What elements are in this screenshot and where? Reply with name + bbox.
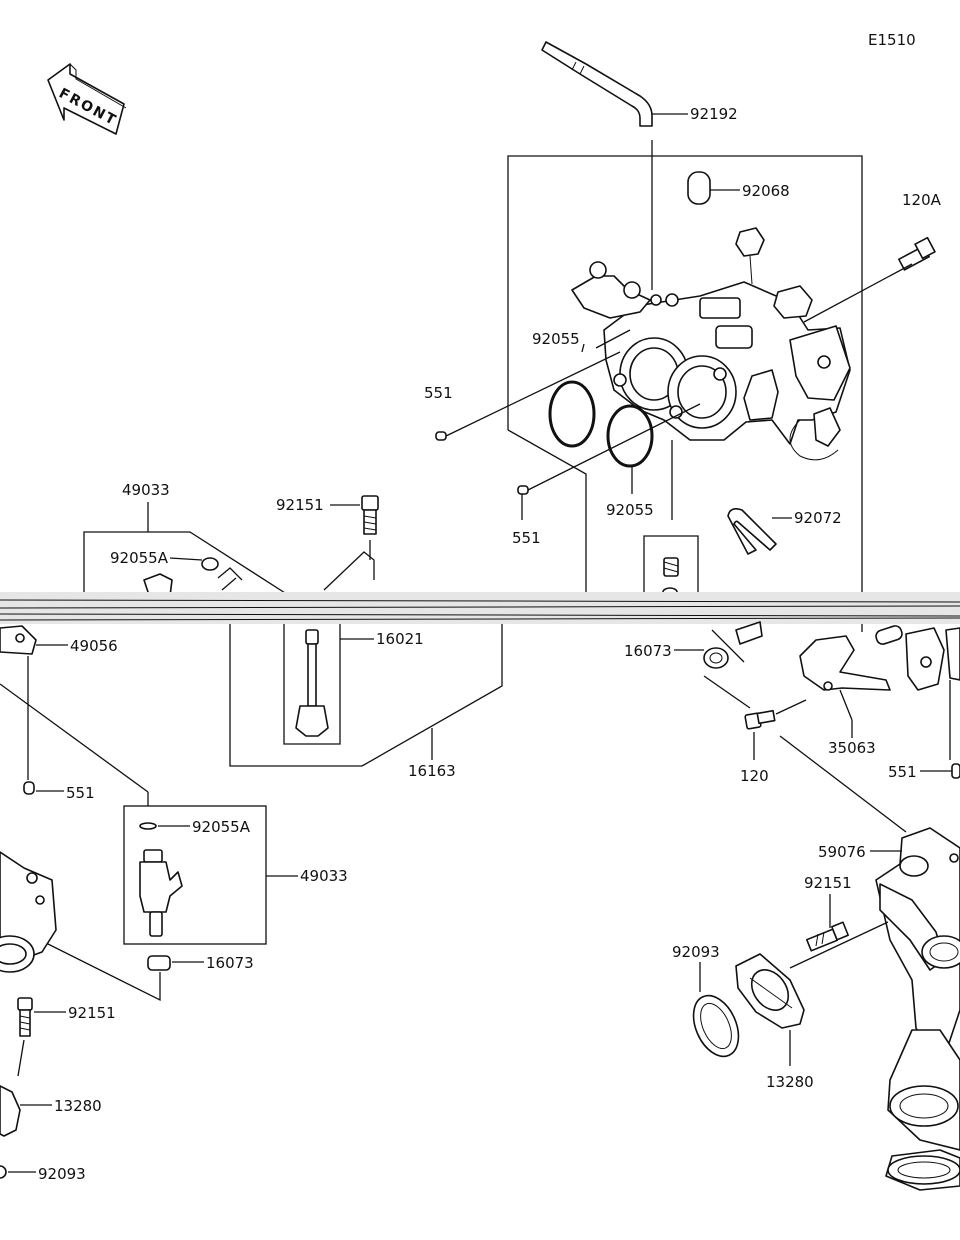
part-label-13280-a: 13280 <box>54 1097 102 1115</box>
throttle-body[interactable] <box>571 227 851 461</box>
bolt-92151-b[interactable] <box>805 921 849 952</box>
holder-13280-b[interactable] <box>735 953 805 1029</box>
part-label-92093-b: 92093 <box>38 1165 86 1183</box>
bolt-120a[interactable] <box>898 236 936 271</box>
dowel-pin-551-c[interactable] <box>23 781 35 795</box>
spring-part[interactable] <box>663 557 679 577</box>
seal-16073-a[interactable] <box>703 647 729 669</box>
part-label-92192: 92192 <box>690 105 738 123</box>
part-label-16073-a: 16073 <box>624 642 672 660</box>
part-label-16163: 16163 <box>408 762 456 780</box>
part-label-92055-top: 92055 <box>532 330 580 348</box>
part-label-120: 120 <box>740 767 769 785</box>
part-label-551-b: 551 <box>512 529 541 547</box>
injector-assy-box <box>123 805 267 945</box>
part-label-551-a: 551 <box>424 384 453 402</box>
clamp-92072[interactable] <box>727 508 777 555</box>
o-ring-92055a-a[interactable] <box>201 557 219 571</box>
part-label-92055-low: 92055 <box>606 501 654 519</box>
part-label-92055a-a: 92055A <box>110 549 169 567</box>
part-label-59076: 59076 <box>818 843 866 861</box>
part-label-35063: 35063 <box>828 739 876 757</box>
part-label-92055a-b: 92055A <box>192 818 251 836</box>
fitting-part[interactable] <box>874 624 903 645</box>
fuel-pipe-16021[interactable] <box>295 629 329 737</box>
seal-92093-b[interactable] <box>685 989 748 1064</box>
part-label-92072: 92072 <box>794 509 842 527</box>
part-label-92151-c: 92151 <box>68 1004 116 1022</box>
part-label-16073-b: 16073 <box>206 954 254 972</box>
holder-13280-a[interactable] <box>0 1085 21 1137</box>
breather-hose[interactable] <box>541 41 653 127</box>
part-label-49033-a: 49033 <box>122 481 170 499</box>
bolt-92151-c[interactable] <box>17 997 33 1037</box>
part-label-13280-b: 13280 <box>766 1073 814 1091</box>
right-edge-part[interactable] <box>945 627 960 681</box>
intake-manifold-right[interactable] <box>875 827 960 1191</box>
nozzle-part[interactable] <box>735 621 763 645</box>
part-label-49056: 49056 <box>70 637 118 655</box>
dowel-pin-551-d[interactable] <box>951 763 960 779</box>
scan-distortion-band <box>0 592 960 624</box>
o-ring-92055-b[interactable] <box>606 404 654 468</box>
part-label-92093-a: 92093 <box>672 943 720 961</box>
part-label-551-c: 551 <box>66 784 95 802</box>
o-ring-92055a-b[interactable] <box>139 822 157 830</box>
part-label-49033-b: 49033 <box>300 867 348 885</box>
bolt-92151-a[interactable] <box>361 495 379 535</box>
part-label-92151-a: 92151 <box>276 496 324 514</box>
dowel-pin-551-a[interactable] <box>435 431 447 441</box>
injector-b[interactable] <box>139 849 183 937</box>
bolt-120[interactable] <box>744 709 776 730</box>
seal-16073-b[interactable] <box>147 955 171 971</box>
front-arrow-icon: FRONT <box>47 63 127 135</box>
bracket-35063[interactable] <box>799 635 891 691</box>
part-label-92151-b: 92151 <box>804 874 852 892</box>
part-label-16021: 16021 <box>376 630 424 648</box>
part-label-92068: 92068 <box>742 182 790 200</box>
part-label-551-d: 551 <box>888 763 917 781</box>
seal-92093-a-left[interactable] <box>0 1165 7 1179</box>
intake-manifold-left[interactable] <box>0 851 57 973</box>
dowel-pin-551-b[interactable] <box>517 485 529 495</box>
part-label-120a: 120A <box>902 191 942 209</box>
cap-92068[interactable] <box>687 171 711 205</box>
o-ring-92055-a[interactable] <box>548 380 596 448</box>
diagram-code: E1510 <box>868 31 916 49</box>
